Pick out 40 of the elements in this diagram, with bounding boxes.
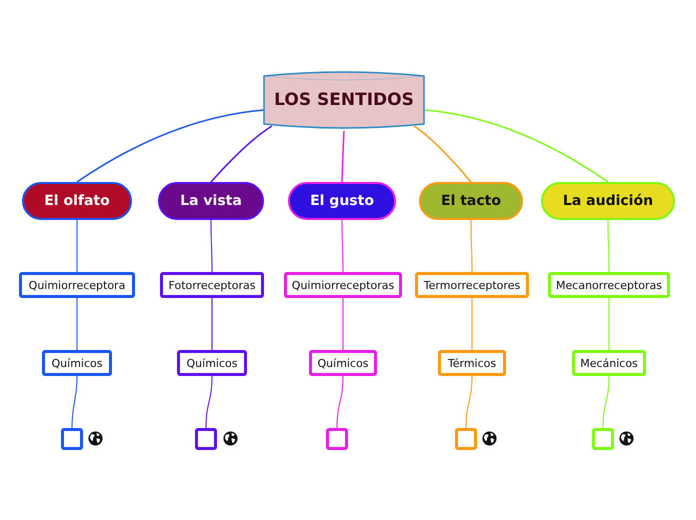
topic-pill: El gusto — [288, 182, 396, 220]
subtopic-box: Termorreceptores — [415, 272, 529, 298]
connector-line — [206, 376, 212, 428]
topic-pill: El tacto — [419, 182, 523, 220]
subtopic-box: Quimiorreceptora — [19, 272, 135, 298]
empty-box — [326, 428, 348, 450]
subtopic-box: Químicos — [177, 350, 247, 376]
empty-box — [455, 428, 477, 450]
connector-line — [76, 109, 264, 183]
topic-pill: La vista — [158, 182, 264, 220]
subtopic-box: Mecanorreceptoras — [548, 272, 670, 298]
subtopic-box: Quimiorreceptoras — [284, 272, 402, 298]
connector-line — [72, 376, 78, 428]
subtopic-box: Térmicos — [438, 350, 506, 376]
node-text: LOS SENTIDOS — [274, 90, 414, 110]
empty-box — [592, 428, 614, 450]
connector-line — [342, 220, 344, 272]
connector-line — [342, 298, 344, 350]
connector-line — [341, 130, 345, 182]
topic-pill: La audición — [541, 182, 675, 220]
connector-line — [76, 220, 78, 272]
topic-pill: El olfato — [22, 182, 132, 220]
connector-line — [608, 220, 610, 272]
empty-box — [195, 428, 217, 450]
connector-line — [76, 298, 78, 350]
connector-line — [470, 220, 472, 272]
subtopic-box: Químicos — [309, 350, 377, 376]
connector-line — [424, 109, 608, 183]
connector-line — [414, 125, 472, 182]
subtopic-box: Químicos — [42, 350, 112, 376]
connector-line — [466, 376, 472, 428]
connector-line — [210, 125, 272, 182]
connector-line — [602, 376, 610, 428]
empty-box — [61, 428, 83, 450]
cylinder-node — [263, 69, 425, 131]
subtopic-box: Fotorreceptoras — [160, 272, 264, 298]
subtopic-box: Mecánicos — [572, 350, 646, 376]
connector-line — [210, 220, 212, 272]
connector-line — [336, 376, 344, 428]
connector-line — [608, 298, 610, 350]
